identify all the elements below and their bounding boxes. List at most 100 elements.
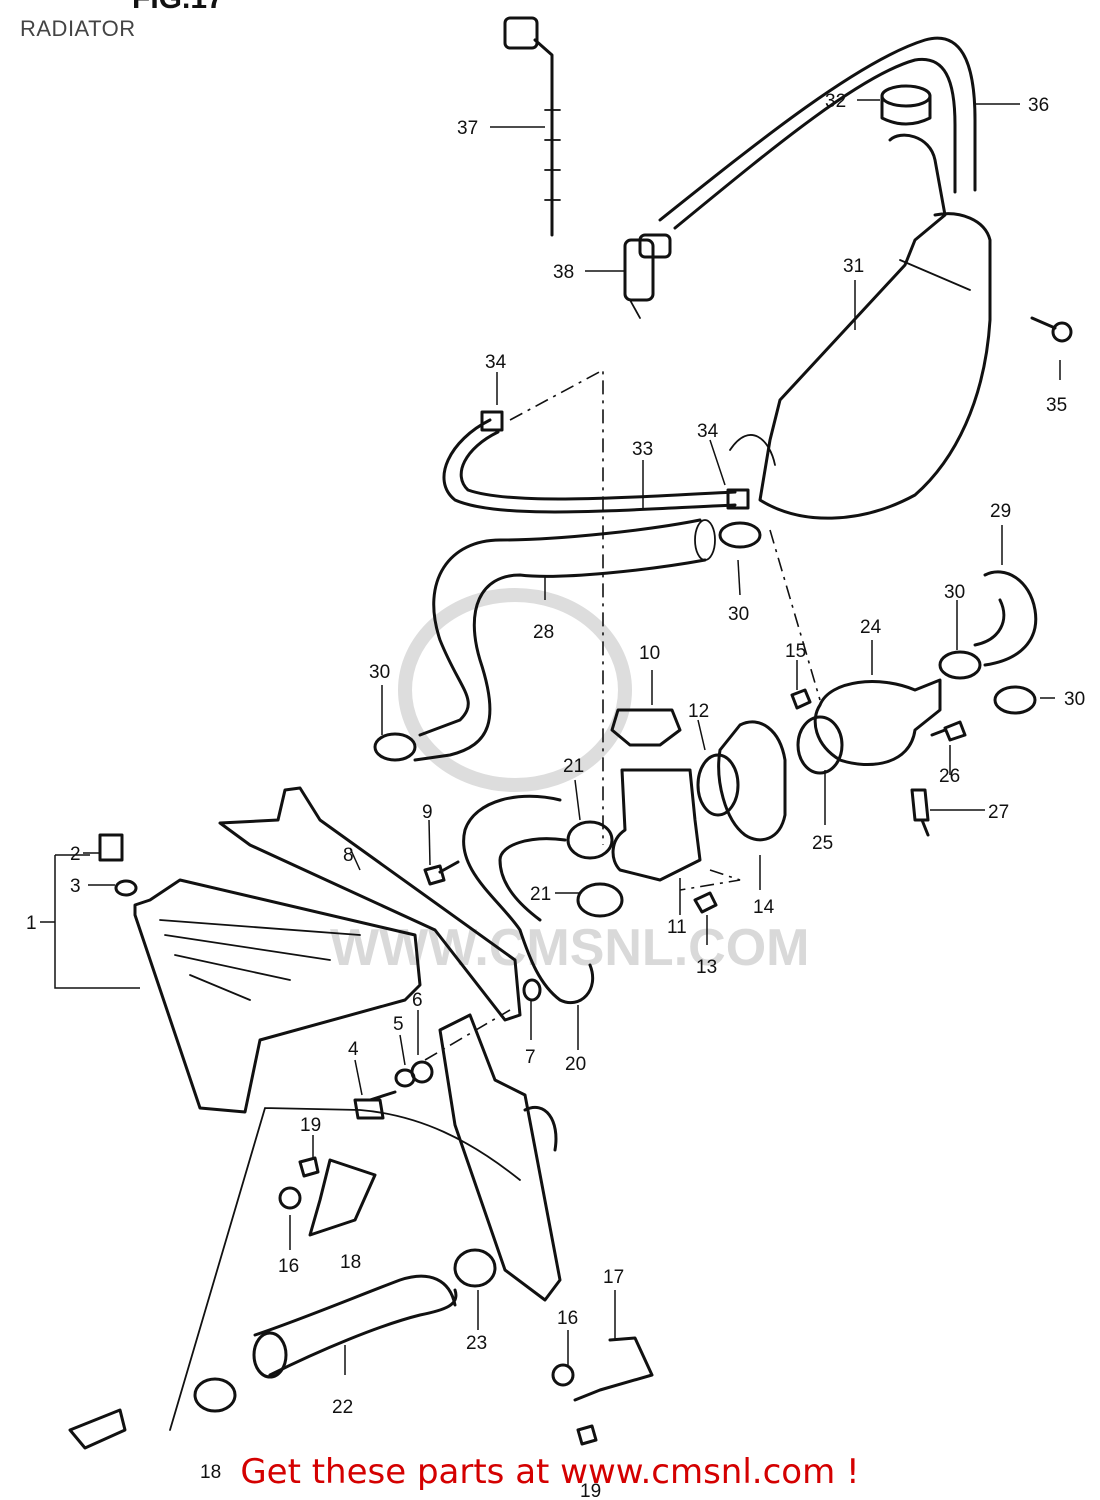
part-16-clip [278,1186,302,1210]
callout-35: 35 [1046,395,1067,416]
part-34-clamp [726,488,750,510]
callout-30-d: 30 [369,662,390,683]
callout-25: 25 [812,833,833,854]
assembly-line [424,1009,511,1061]
part-18-bracket [308,1158,377,1237]
part-20-hose [462,794,595,1004]
part-30-clamp [718,521,762,549]
callout-34-lower: 34 [697,421,719,442]
part-30-clamp [938,650,982,680]
part-28-upper-hose [413,518,707,762]
callout-37: 37 [457,118,478,139]
callout-21-b: 21 [530,884,551,905]
part-30-clamp [993,685,1037,715]
callout-leaders [40,99,1061,1375]
callout-21-a: 21 [563,756,584,777]
figure-title-fragment: FIG.17 [132,0,224,16]
assembly-line [679,869,741,891]
part-22-hose [253,1274,458,1377]
callout-numbers: 37 38 32 36 31 35 34 33 34 28 30 29 30 2… [26,91,1085,1500]
part-38-joint [623,233,672,319]
part-31-reservoir-tank [758,133,992,520]
callout-36: 36 [1028,95,1049,116]
callout-18-bracket: 18 [340,1252,361,1273]
part-23-clamp [453,1248,497,1288]
callout-17: 17 [603,1267,624,1288]
part-11-filler-neck [611,768,702,882]
callout-12: 12 [688,701,709,722]
part-15-bolt [790,688,812,710]
callout-32: 32 [825,91,846,112]
part-13-bolt [693,891,718,914]
callout-27: 27 [988,802,1009,823]
assembly-line [509,368,604,845]
callout-30-b: 30 [944,582,965,603]
callout-26: 26 [939,766,960,787]
callout-1: 1 [26,913,37,934]
callout-15: 15 [785,641,806,662]
part-29-hose [973,570,1038,667]
front-direction-arrow [68,1408,127,1450]
part-7-nut [522,978,542,1002]
callout-20: 20 [565,1054,586,1075]
callout-6: 6 [412,990,423,1011]
watermark-logo [398,588,632,792]
part-16-clip [551,1363,575,1387]
callout-19-upper: 19 [300,1115,321,1136]
assembly-line [769,529,821,701]
part-21-clamp [576,882,624,918]
callout-29: 29 [990,501,1011,522]
part-19-bolt [576,1424,598,1446]
callout-2: 2 [70,844,81,865]
callout-16-upper: 16 [278,1256,299,1277]
callout-28: 28 [533,622,554,643]
callout-34-upper: 34 [485,352,507,373]
callout-3: 3 [70,876,81,897]
part-34-clamp [480,410,504,432]
part-21-clamp [566,820,614,860]
part-24-thermostat-housing [813,678,942,767]
part-25-thermostat [796,715,844,775]
callout-14: 14 [753,897,775,918]
part-2-bolt [98,833,124,862]
callout-31: 31 [843,256,864,277]
part-18-clamp [193,1377,237,1413]
callout-22: 22 [332,1397,353,1418]
footer-link[interactable]: Get these parts at www.cmsnl.com ! [240,1452,860,1492]
part-8-bracket [218,786,522,1022]
part-33-hose [442,418,737,514]
part-30-clamp [373,732,417,762]
callout-10: 10 [639,643,660,664]
callout-16-lower: 16 [557,1308,578,1329]
callout-11: 11 [667,917,687,938]
part-6-cushion [410,1060,434,1084]
part-4-bolt [353,1090,397,1120]
callout-24: 24 [860,617,882,638]
page-title: RADIATOR [20,16,136,41]
part-35-bolt [1030,316,1073,343]
part-19-bolt [298,1156,320,1178]
part-26-bolt [930,720,967,742]
callout-38: 38 [553,262,574,283]
part-12-o-ring [696,753,740,817]
part-3-washer [114,879,138,897]
callout-30-c: 30 [1064,689,1085,710]
callout-18-lower: 18 [200,1462,221,1483]
part-37-sensor-lead [503,16,561,237]
part-9-bolt [423,860,460,886]
callout-23: 23 [466,1333,487,1354]
part-1-radiator [133,878,422,1114]
part-18-shroud [438,1013,562,1302]
part-14-housing-cover [717,720,787,842]
callout-8: 8 [343,845,354,866]
watermark-text: WWW.CMSNL.COM [330,919,809,977]
callout-13: 13 [696,957,717,978]
callout-9: 9 [422,802,433,823]
part-27-sensor [910,788,930,837]
part-36-overflow-hose [658,36,977,230]
callout-19-lower: 19 [580,1481,601,1500]
callout-30-a: 30 [728,604,749,625]
callout-7: 7 [525,1047,536,1068]
